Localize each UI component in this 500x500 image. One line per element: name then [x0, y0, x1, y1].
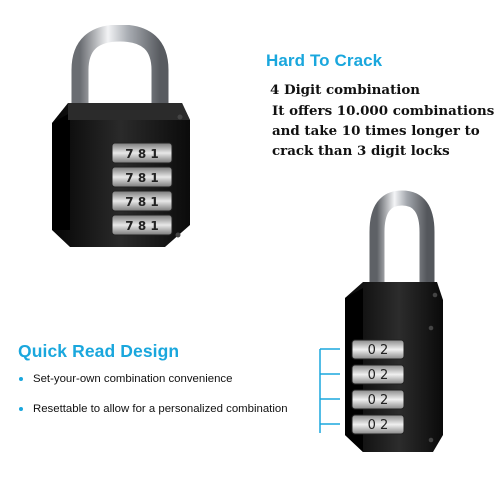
bullet-item-1: Set-your-own combination convenience — [19, 373, 232, 385]
padlock-image-2: 0 2 0 2 0 2 0 2 — [345, 190, 443, 452]
top-line-4: crack than 3 digit locks — [272, 143, 450, 159]
quick-read-design-heading: Quick Read Design — [18, 341, 180, 361]
bullet-dot-icon — [19, 406, 23, 411]
top-line-2: It offers 10.000 combinations — [272, 103, 495, 119]
lock1-wheel-4: 7 8 1 — [125, 219, 158, 233]
lock1-wheel-3: 7 8 1 — [125, 195, 158, 209]
top-line-1: 4 Digit combination — [270, 82, 421, 98]
lock1-wheel-1: 7 8 1 — [125, 147, 158, 161]
lock1-wheel-2: 7 8 1 — [125, 171, 158, 185]
bullet-text-2: Resettable to allow for a personalized c… — [33, 403, 288, 415]
hard-to-crack-heading: Hard To Crack — [266, 51, 383, 70]
wheel-bracket-lines — [319, 348, 340, 433]
bullet-dot-icon — [19, 376, 23, 381]
padlock-image-1: 7 8 1 7 8 1 7 8 1 7 8 1 — [52, 25, 190, 247]
bullet-item-2: Resettable to allow for a personalized c… — [19, 403, 288, 415]
lock2-wheel-2: 0 2 — [368, 368, 389, 383]
top-line-3: and take 10 times longer to — [272, 123, 480, 139]
lock2-wheel-3: 0 2 — [368, 393, 389, 408]
lock2-wheel-4: 0 2 — [368, 418, 389, 433]
bullet-text-1: Set-your-own combination convenience — [33, 373, 233, 385]
lock2-wheel-1: 0 2 — [368, 343, 389, 358]
